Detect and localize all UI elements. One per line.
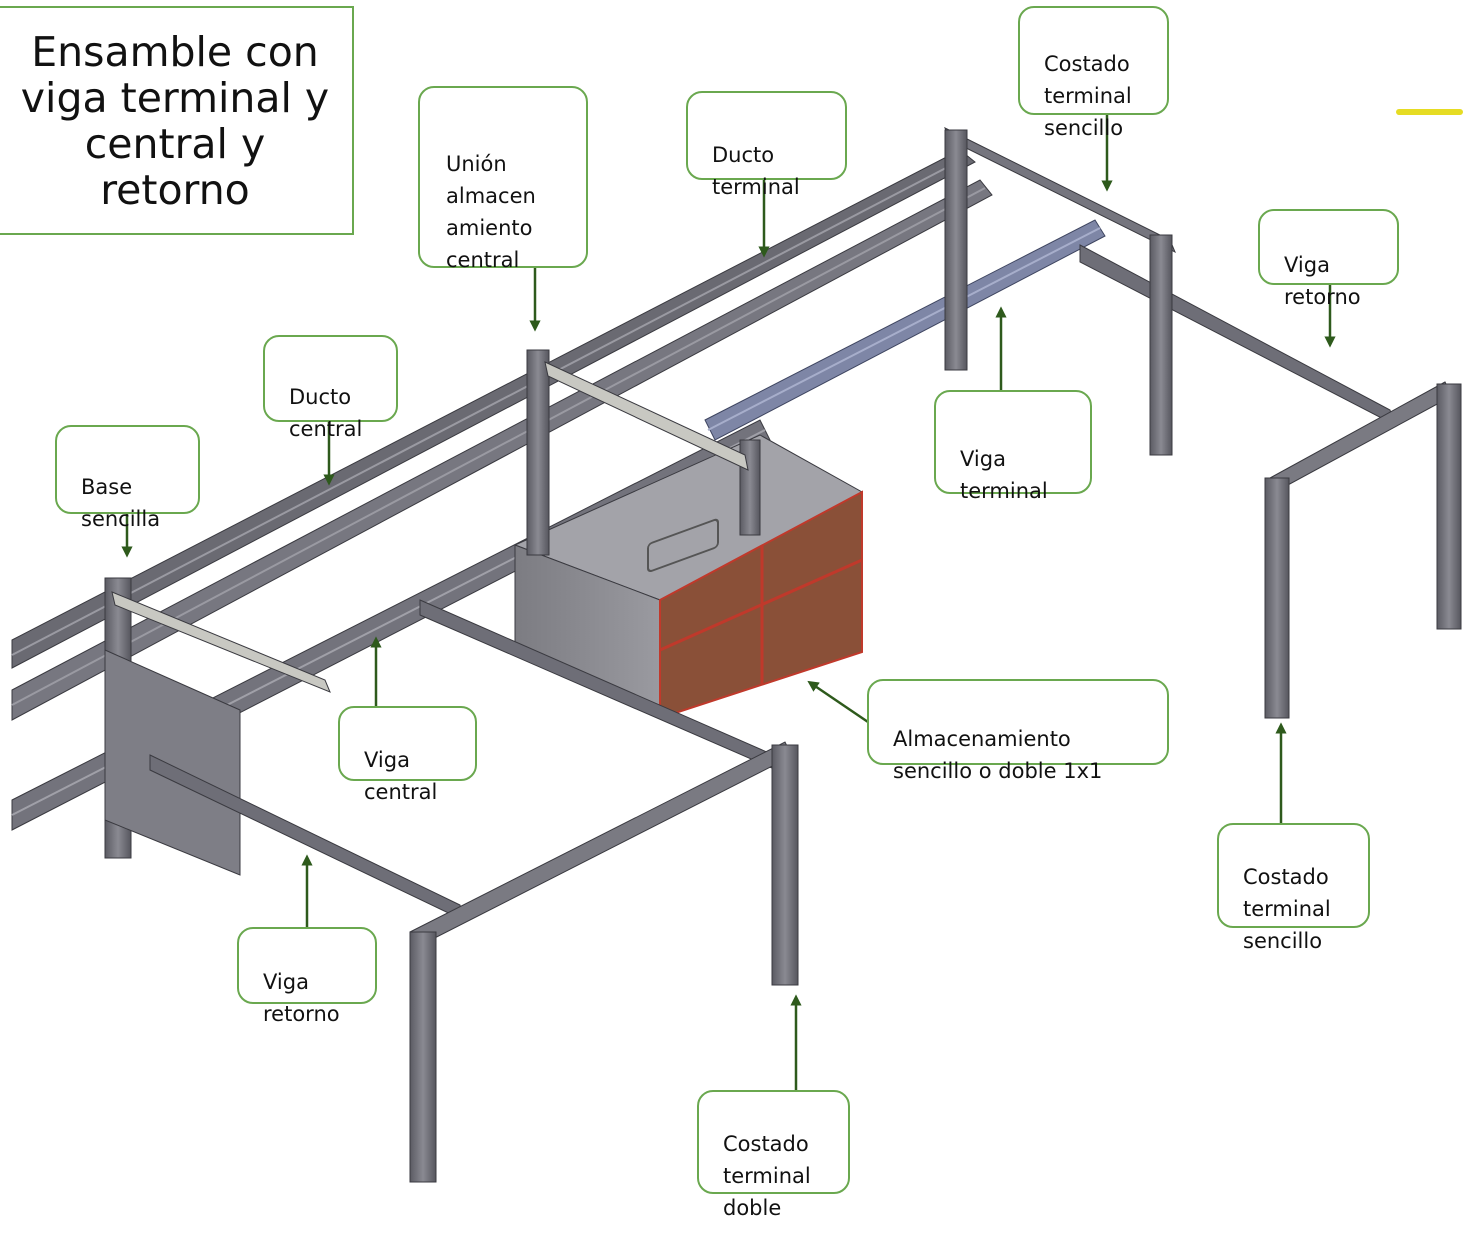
callout-label: Unión almacen amiento central bbox=[446, 152, 536, 272]
callout-arrows bbox=[121, 115, 1336, 1090]
central-union bbox=[526, 349, 761, 556]
assembly-diagram: Ensamble con viga terminal y central y r… bbox=[0, 6, 1463, 1220]
callout-viga-central: Viga central bbox=[338, 706, 477, 804]
right-legs bbox=[1264, 383, 1462, 719]
arrow-almacenamiento bbox=[807, 680, 869, 724]
callout-costado-terminal-sencillo-top: Costado terminal sencillo bbox=[1018, 6, 1169, 140]
callout-label: Ducto central bbox=[289, 385, 363, 441]
callout-label: Viga terminal bbox=[960, 447, 1048, 503]
left-base bbox=[104, 577, 331, 876]
callout-label: Viga retorno bbox=[1284, 253, 1361, 309]
callout-label: Ducto terminal bbox=[712, 143, 800, 199]
callout-almacenamiento: Almacenamiento sencillo o doble 1x1 bbox=[867, 679, 1169, 783]
callout-costado-terminal-sencillo-bottom: Costado terminal sencillo bbox=[1217, 823, 1370, 953]
callout-label: Almacenamiento sencillo o doble 1x1 bbox=[893, 727, 1103, 783]
frame-illustration bbox=[11, 115, 1462, 1183]
callout-label: Viga retorno bbox=[263, 970, 340, 1026]
storage-unit bbox=[513, 434, 864, 720]
callout-label: Costado terminal sencillo bbox=[1044, 52, 1132, 140]
callout-label: Costado terminal doble bbox=[723, 1132, 811, 1220]
callout-ducto-terminal: Ducto terminal bbox=[686, 91, 847, 199]
top-right-frame bbox=[944, 126, 1176, 456]
callout-viga-retorno-left: Viga retorno bbox=[237, 927, 377, 1026]
front-frame bbox=[149, 599, 799, 1183]
callout-label: Costado terminal sencillo bbox=[1243, 865, 1331, 953]
callout-label: Viga central bbox=[364, 748, 438, 804]
callout-viga-retorno-right: Viga retorno bbox=[1258, 209, 1399, 309]
callout-union-almacenamiento-central: Unión almacen amiento central bbox=[418, 86, 588, 272]
callout-label: Base sencilla bbox=[81, 475, 161, 531]
diagram-title: Ensamble con viga terminal y central y r… bbox=[0, 6, 354, 235]
yellow-accent-line bbox=[1396, 109, 1463, 115]
callout-base-sencilla: Base sencilla bbox=[55, 425, 200, 531]
callout-costado-terminal-doble: Costado terminal doble bbox=[697, 1090, 850, 1220]
callout-viga-terminal: Viga terminal bbox=[934, 390, 1092, 503]
callout-ducto-central: Ducto central bbox=[263, 335, 398, 441]
